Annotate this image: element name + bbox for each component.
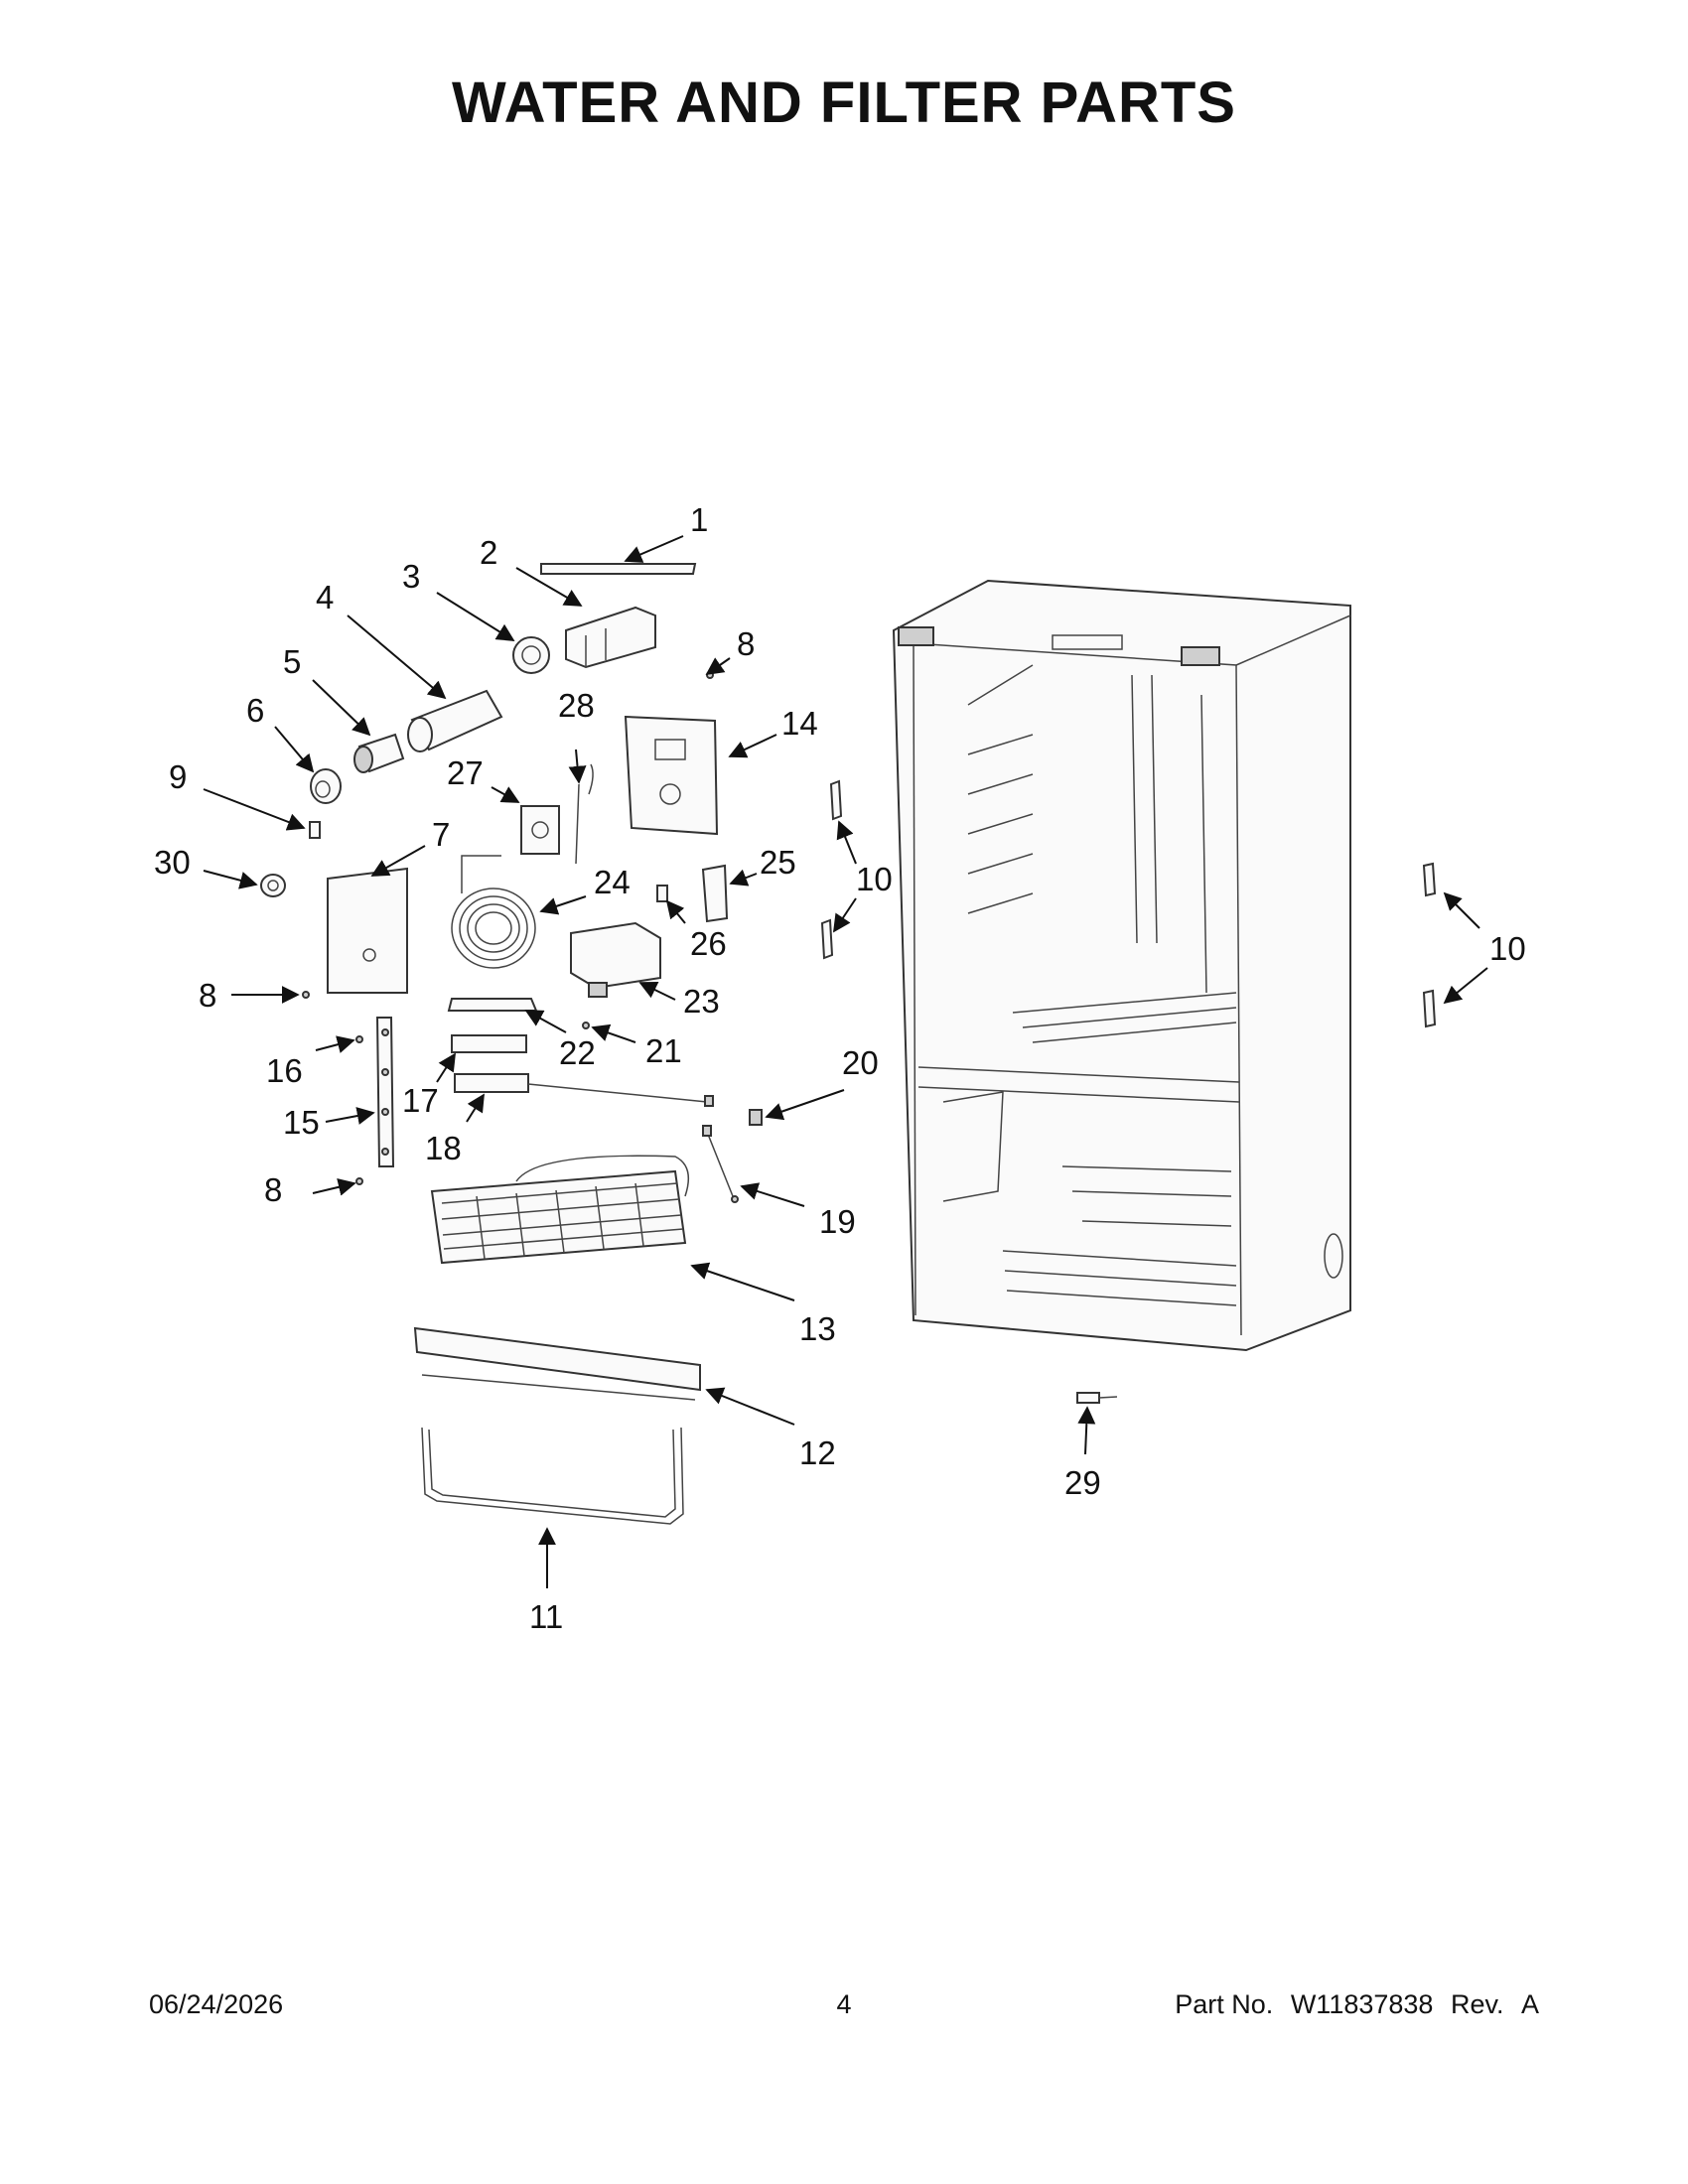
callout-14: 14 — [781, 705, 818, 742]
part-11-heater — [421, 1427, 684, 1525]
callout-25: 25 — [760, 844, 796, 881]
callout-1: 1 — [690, 501, 708, 538]
callout-9: 9 — [169, 758, 187, 795]
part-30-plug — [260, 874, 286, 897]
callout-12: 12 — [799, 1434, 836, 1471]
callout-16: 16 — [266, 1052, 303, 1089]
part-14-mounting-plate — [624, 715, 719, 836]
callout-19: 19 — [819, 1203, 856, 1240]
callout-10-left: 10 — [856, 861, 893, 897]
part-29-sensor — [1076, 1392, 1118, 1404]
callout-8-left: 8 — [199, 977, 216, 1014]
callout-3: 3 — [402, 558, 420, 595]
part-19-sensor — [702, 1125, 739, 1203]
footer-rev-value: A — [1520, 1989, 1539, 2019]
part-15-side-rail — [375, 1017, 395, 1167]
part-22-foam-pad — [447, 998, 538, 1012]
part-2-filter-housing — [565, 606, 656, 669]
callout-13: 13 — [799, 1310, 836, 1347]
callout-20: 20 — [842, 1044, 879, 1081]
callout-8-bottom: 8 — [264, 1171, 282, 1208]
part-16-screw — [355, 1035, 363, 1043]
part-6-knob — [310, 768, 342, 804]
footer-page-number: 4 — [836, 1989, 852, 2019]
footer-rev-label: Rev. — [1450, 1989, 1504, 2019]
part-26-clip — [656, 885, 668, 902]
part-10-switches — [820, 779, 1437, 1028]
page-title: WATER AND FILTER PARTS — [452, 70, 1236, 135]
part-28-tube — [575, 763, 594, 865]
callout-26: 26 — [690, 925, 727, 962]
callout-10-right: 10 — [1489, 930, 1526, 967]
callout-30: 30 — [154, 844, 191, 881]
footer-part-label: Part No. — [1175, 1989, 1274, 2019]
callout-15: 15 — [283, 1104, 320, 1141]
part-27-water-valve — [520, 805, 560, 855]
part-25-bracket — [701, 864, 729, 923]
callout-6: 6 — [246, 692, 264, 729]
part-1-bracket — [540, 563, 697, 575]
callout-11: 11 — [529, 1598, 563, 1635]
callout-27: 27 — [447, 754, 484, 791]
part-13-evaporator — [430, 1155, 690, 1265]
part-5-filter-cap — [353, 733, 405, 773]
callout-8-top: 8 — [737, 625, 755, 662]
callout-24: 24 — [594, 864, 631, 900]
part-17-insulation — [451, 1034, 527, 1053]
callout-7: 7 — [432, 816, 450, 853]
callout-labels: 1 2 3 4 5 6 7 8 8 8 9 10 10 11 12 13 14 … — [154, 501, 1526, 1635]
leader-lines — [203, 535, 1488, 1588]
refrigerator-cabinet — [892, 579, 1351, 1352]
callout-23: 23 — [683, 983, 720, 1020]
part-4-filter-cartridge — [407, 689, 503, 752]
part-drawings — [260, 563, 1437, 1525]
part-12-drain-pan — [413, 1326, 701, 1401]
callout-21: 21 — [645, 1032, 682, 1069]
callout-28: 28 — [558, 687, 595, 724]
part-20-connector — [749, 1109, 763, 1126]
callout-4: 4 — [316, 579, 334, 615]
part-7-panel-cover — [327, 867, 408, 994]
callout-22: 22 — [559, 1034, 596, 1071]
part-21-small-part — [582, 1022, 590, 1029]
part-18-harness — [454, 1073, 714, 1107]
callout-17: 17 — [402, 1082, 439, 1119]
part-9-fitting — [309, 821, 321, 839]
callout-18: 18 — [425, 1130, 462, 1166]
part-23-ice-maker — [570, 921, 661, 998]
footer-part-value: W11837838 — [1290, 1989, 1434, 2019]
callout-29: 29 — [1064, 1464, 1101, 1501]
part-3-filter-head — [512, 636, 550, 674]
footer-part-number: Part No. W11837838 Rev. A — [1165, 1989, 1539, 2020]
callout-5: 5 — [283, 643, 301, 680]
part-24-tubing-coil — [451, 855, 536, 969]
footer-date: 06/24/2026 — [149, 1989, 284, 2019]
callout-2: 2 — [480, 534, 497, 571]
